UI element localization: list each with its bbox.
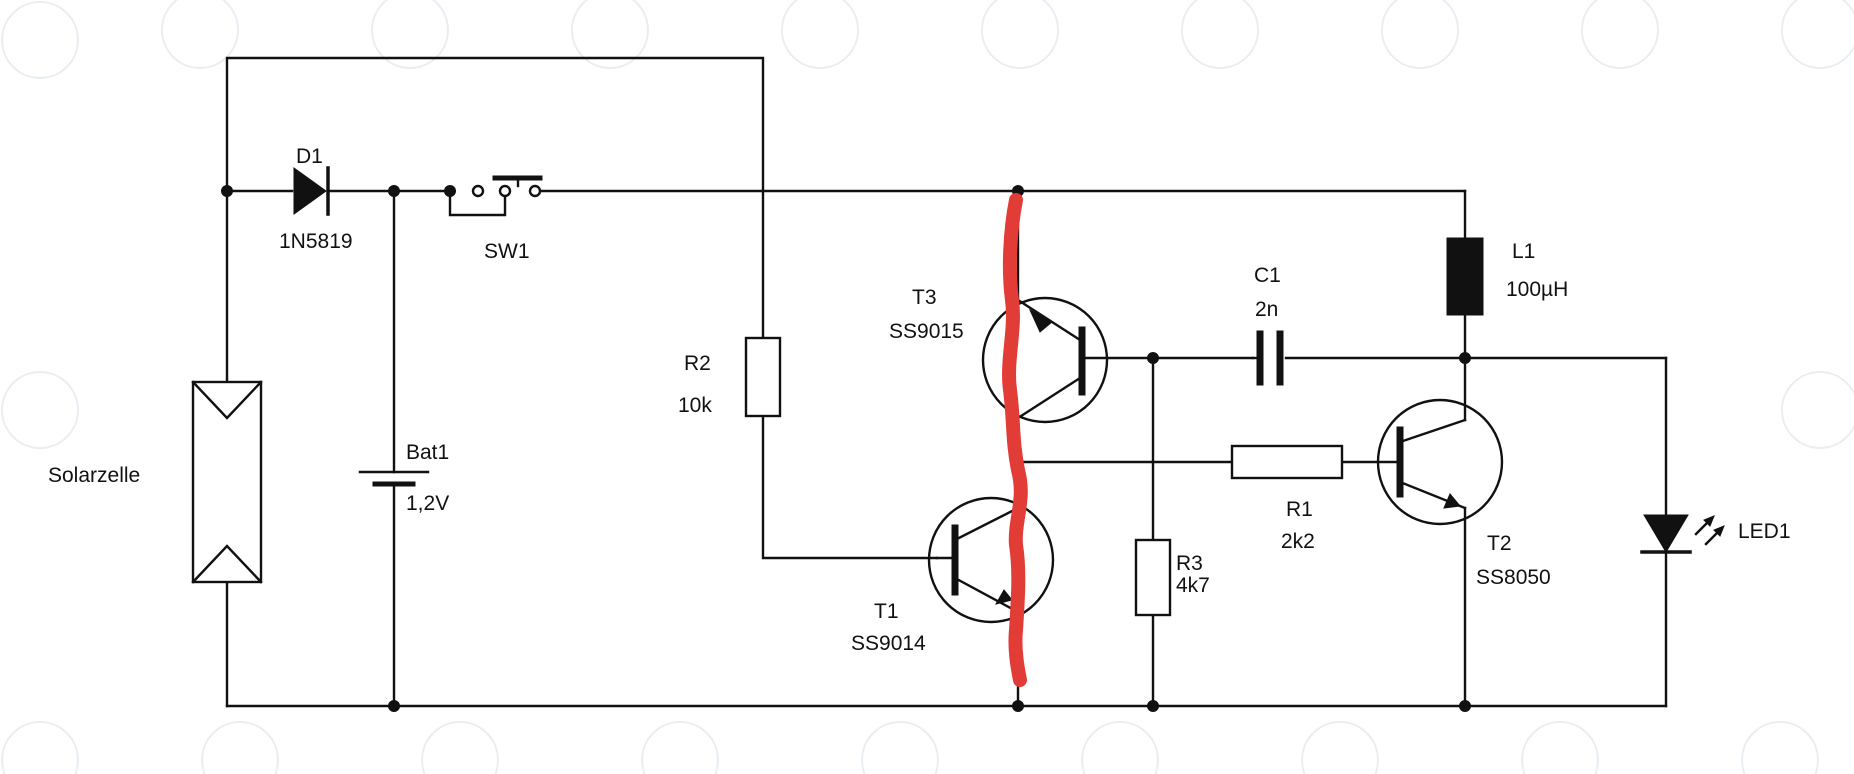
junction-dot xyxy=(388,185,400,197)
switch-sw1-symbol xyxy=(471,175,543,198)
t1-value-label: SS9014 xyxy=(851,632,926,655)
junction-dot xyxy=(1147,700,1159,712)
c1-ref-label: C1 xyxy=(1254,264,1281,287)
d1-ref-label: D1 xyxy=(296,145,323,168)
bat1-value-label: 1,2V xyxy=(406,492,449,515)
bat1-ref-label: Bat1 xyxy=(406,441,449,464)
sw1-ref-label: SW1 xyxy=(484,240,530,263)
resistor-r3-symbol xyxy=(1134,538,1172,617)
junction-dot xyxy=(1459,700,1471,712)
l1-ref-label: L1 xyxy=(1512,240,1535,263)
resistor-r2-symbol xyxy=(744,336,782,418)
wires xyxy=(225,56,1668,708)
junction-dot xyxy=(1459,352,1471,364)
t2-value-label: SS8050 xyxy=(1476,566,1551,589)
r1-ref-label: R1 xyxy=(1286,498,1313,521)
junction-dots xyxy=(221,185,1471,712)
diode-d1-symbol xyxy=(293,166,330,216)
capacitor-c1-symbol xyxy=(1251,330,1284,386)
junction-dot xyxy=(444,185,456,197)
red-annotation-stroke xyxy=(1002,193,1028,687)
t3-value-label: SS9015 xyxy=(889,320,964,343)
t3-ref-label: T3 xyxy=(912,286,937,309)
r3-value-label: 4k7 xyxy=(1176,574,1210,597)
l1-value-label: 100µH xyxy=(1506,278,1568,301)
t2-ref-label: T2 xyxy=(1487,532,1512,555)
junction-dot xyxy=(221,185,233,197)
led1-symbol xyxy=(1640,514,1725,554)
battery-bat1-symbol xyxy=(358,470,430,487)
c1-value-label: 2n xyxy=(1255,298,1278,321)
r2-ref-label: R2 xyxy=(684,352,711,375)
solar-cell-label: Solarzelle xyxy=(48,464,140,487)
led1-ref-label: LED1 xyxy=(1738,520,1791,543)
transistor-t3-symbol xyxy=(981,296,1109,424)
junction-dot xyxy=(388,700,400,712)
transistor-t2-symbol xyxy=(1376,398,1504,526)
junction-dot xyxy=(1012,700,1024,712)
r1-value-label: 2k2 xyxy=(1281,530,1315,553)
r2-value-label: 10k xyxy=(678,394,712,417)
t1-ref-label: T1 xyxy=(874,600,899,623)
d1-value-label: 1N5819 xyxy=(279,230,353,253)
junction-dot xyxy=(1147,352,1159,364)
solar-cell-symbol xyxy=(191,380,263,584)
inductor-l1-symbol xyxy=(1446,237,1484,316)
resistor-r1-symbol xyxy=(1230,444,1344,480)
r3-ref-label: R3 xyxy=(1176,552,1203,575)
transistor-t1-symbol xyxy=(927,496,1055,624)
